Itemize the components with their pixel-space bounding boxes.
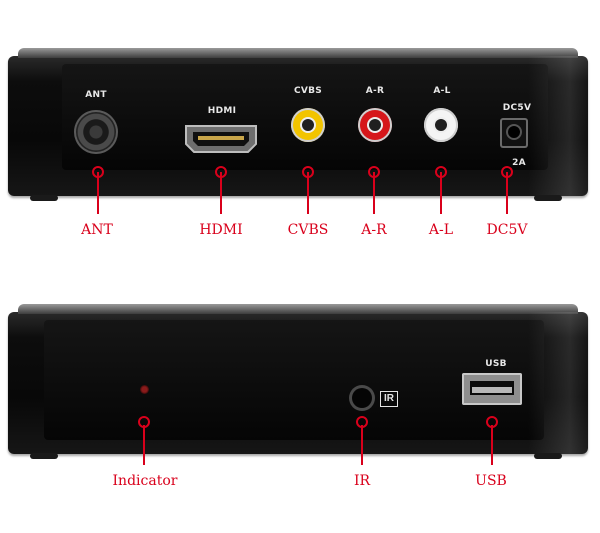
device-foot	[534, 195, 562, 201]
usb-callout-label: USB	[475, 473, 507, 489]
hdmi-port	[184, 124, 258, 154]
usb-port-label: USB	[485, 359, 507, 369]
dc-callout-dot	[501, 166, 513, 178]
ar-callout-label: A-R	[361, 222, 387, 238]
device-side-sheen	[528, 56, 588, 196]
ant-coax-connector	[74, 110, 118, 154]
hdmi-callout-dot	[215, 166, 227, 178]
dc-callout-line	[506, 172, 508, 214]
device-side-sheen	[528, 312, 588, 454]
device-foot	[30, 195, 58, 201]
indicator-callout-label: Indicator	[112, 473, 178, 489]
cvbs-callout-line	[307, 172, 309, 214]
ar-callout-line	[373, 172, 375, 214]
ant-callout-label: ANT	[81, 222, 113, 238]
ant-callout-line	[97, 172, 99, 214]
al-callout-label: A-L	[428, 222, 454, 238]
al-callout-dot	[435, 166, 447, 178]
indicator-led	[140, 385, 149, 394]
ir-badge: IR	[380, 391, 398, 407]
cvbs-callout-label: CVBS	[287, 222, 329, 238]
ir-receiver	[352, 388, 372, 408]
ir-callout-line	[361, 425, 363, 465]
dc-port-label: DC5V	[502, 103, 532, 113]
ar-port-label: A-R	[365, 86, 385, 96]
device-top-edge	[18, 304, 578, 314]
dc-power-jack	[500, 118, 528, 148]
device-foot	[534, 453, 562, 459]
dc-current-label: 2A	[512, 158, 526, 168]
hdmi-connector-icon	[185, 125, 257, 153]
hdmi-callout-label: HDMI	[199, 222, 243, 238]
ant-port-label: ANT	[85, 90, 107, 100]
al-callout-line	[440, 172, 442, 214]
back-panel-device	[8, 48, 588, 201]
indicator-callout-line	[143, 425, 145, 465]
ant-callout-dot	[92, 166, 104, 178]
ar-jack	[358, 108, 392, 142]
cvbs-port-label: CVBS	[293, 86, 323, 96]
ar-callout-dot	[368, 166, 380, 178]
al-jack	[424, 108, 458, 142]
front-panel-face	[44, 320, 544, 440]
indicator-callout-dot	[138, 416, 150, 428]
hdmi-callout-line	[220, 172, 222, 214]
dc-callout-label: DC5V	[486, 222, 528, 238]
device-top-edge	[18, 48, 578, 58]
usb-callout-dot	[486, 416, 498, 428]
usb-callout-line	[491, 425, 493, 465]
ir-callout-label: IR	[353, 473, 371, 489]
hdmi-port-label: HDMI	[207, 106, 237, 116]
ir-callout-dot	[356, 416, 368, 428]
device-foot	[30, 453, 58, 459]
al-port-label: A-L	[433, 86, 451, 96]
usb-port	[462, 373, 522, 405]
cvbs-jack	[291, 108, 325, 142]
cvbs-callout-dot	[302, 166, 314, 178]
